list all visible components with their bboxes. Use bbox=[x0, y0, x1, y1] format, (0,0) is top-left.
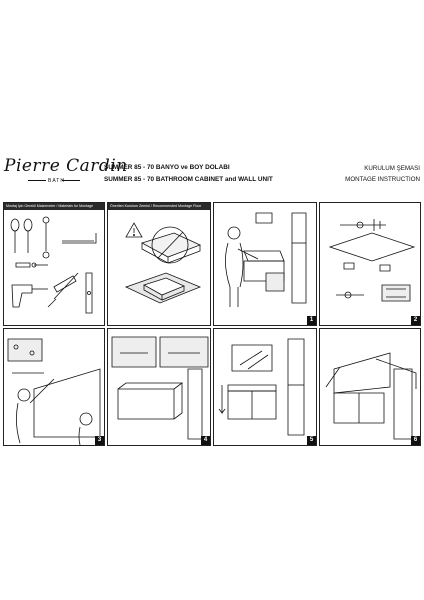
floor-caption: Önerilen Kurulum Zemini / Recommended Mo… bbox=[108, 203, 210, 210]
title-turkish: SUMMER 85 - 70 BANYO ve BOY DOLABI bbox=[104, 164, 230, 171]
label-english: MONTAGE INSTRUCTION bbox=[345, 176, 420, 183]
step-3-illustration bbox=[4, 329, 105, 446]
tall-cabinet bbox=[292, 213, 306, 303]
detail-left bbox=[112, 337, 156, 367]
wall-anchor-icon bbox=[340, 219, 386, 231]
bracket-left bbox=[344, 263, 354, 269]
panel-step-2: 2 bbox=[319, 202, 421, 326]
step-6-illustration bbox=[320, 329, 421, 446]
panel-step-1: 1 bbox=[213, 202, 317, 326]
panel-materials: Montaj İçin Gerekli Malzemeler / Materia… bbox=[3, 202, 105, 326]
floor-illustration bbox=[108, 203, 211, 326]
silicone-gun-icon bbox=[48, 273, 78, 307]
step-number-5: 5 bbox=[307, 436, 316, 445]
panel-step-6: 6 bbox=[319, 328, 421, 446]
panel-floor: Önerilen Kurulum Zemini / Recommended Mo… bbox=[107, 202, 211, 326]
basin bbox=[244, 251, 284, 261]
step-number-4: 4 bbox=[201, 436, 210, 445]
step-4-illustration bbox=[108, 329, 211, 446]
instruction-grid: Montaj İçin Gerekli Malzemeler / Materia… bbox=[3, 202, 421, 446]
materials-caption: Montaj İçin Gerekli Malzemeler / Materia… bbox=[4, 203, 104, 210]
detail-inset bbox=[266, 273, 284, 291]
tall-cabinet bbox=[188, 369, 202, 439]
detail-right bbox=[160, 337, 208, 367]
step-1-illustration bbox=[214, 203, 317, 326]
hanger-inset bbox=[8, 339, 42, 361]
step-number-6: 6 bbox=[411, 436, 420, 445]
square-ruler-icon bbox=[62, 233, 96, 243]
tall-cabinet bbox=[394, 369, 412, 439]
tools-illustration bbox=[4, 203, 105, 326]
mirror bbox=[232, 345, 272, 371]
spirit-level-icon bbox=[86, 273, 92, 313]
step-5-illustration bbox=[214, 329, 317, 446]
bracket-right bbox=[380, 265, 390, 271]
mirror bbox=[334, 353, 390, 393]
label-turkish: KURULUM ŞEMASI bbox=[364, 165, 420, 172]
vanity-cabinet bbox=[118, 389, 174, 419]
detail-top bbox=[256, 213, 272, 223]
brand-sub: BATH bbox=[48, 178, 65, 184]
vanity-cabinet bbox=[244, 261, 284, 281]
dowel-icon bbox=[16, 263, 48, 267]
brand-name: Pierre Cardin bbox=[4, 156, 128, 176]
soft-floor-icon bbox=[126, 273, 200, 303]
brand-rule-left bbox=[28, 180, 46, 181]
basin bbox=[228, 385, 276, 391]
wall-surface bbox=[330, 233, 414, 261]
step-number-1: 1 bbox=[307, 316, 316, 325]
hanger-detail bbox=[382, 285, 410, 301]
no-hard-floor-icon bbox=[142, 227, 200, 263]
mirror-outline bbox=[34, 369, 100, 437]
panel-step-3: 3 bbox=[3, 328, 105, 446]
brand-rule-right bbox=[62, 180, 80, 181]
silicone-gun-icon bbox=[376, 359, 416, 389]
down-arrow-icon bbox=[219, 385, 225, 413]
step-2-illustration bbox=[320, 203, 421, 326]
person-icon bbox=[16, 379, 54, 443]
drill-icon bbox=[12, 285, 48, 307]
warning-icon bbox=[126, 223, 142, 237]
panel-step-5: 5 bbox=[213, 328, 317, 446]
title-english: SUMMER 85 - 70 BATHROOM CABINET and WALL… bbox=[104, 176, 273, 183]
instruction-sheet: Pierre Cardin BATH SUMMER 85 - 70 BANYO … bbox=[0, 148, 424, 450]
step-number-3: 3 bbox=[95, 436, 104, 445]
wrench-icon bbox=[43, 217, 49, 258]
person-icon bbox=[225, 227, 258, 307]
panel-step-4: 4 bbox=[107, 328, 211, 446]
step-number-2: 2 bbox=[411, 316, 420, 325]
screwdriver-icon bbox=[11, 219, 32, 253]
tall-cabinet bbox=[288, 339, 304, 435]
brand-logo: Pierre Cardin BATH bbox=[4, 156, 127, 196]
